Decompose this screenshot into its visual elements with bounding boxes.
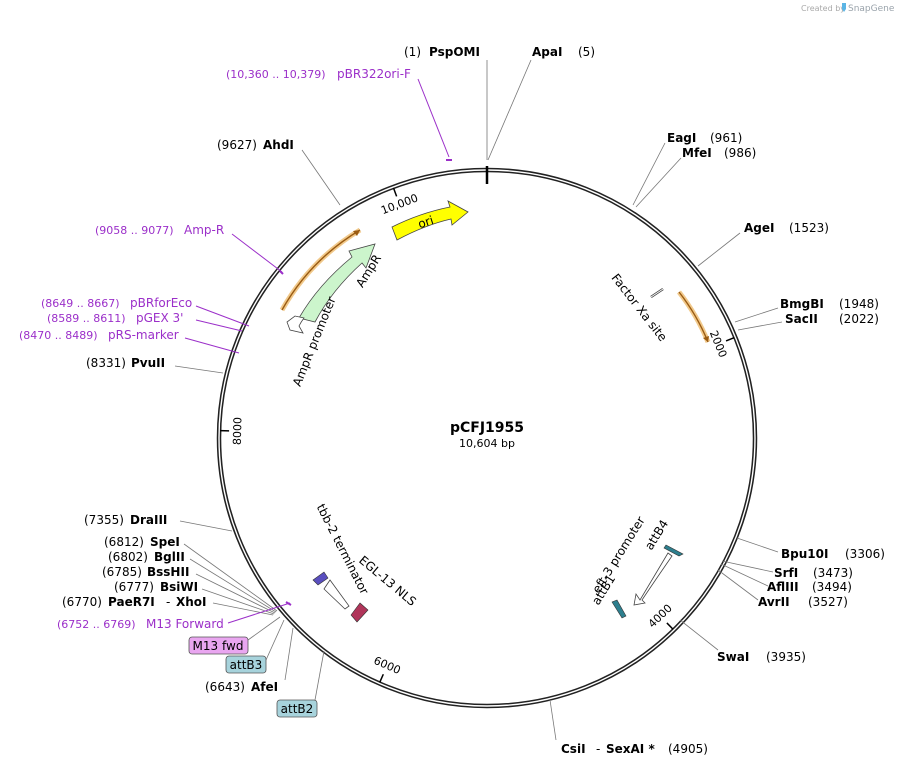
site-pos-paer7i: (6770) <box>62 595 102 609</box>
feature-attb4[interactable]: attB4 <box>642 517 684 557</box>
site-name-afei: AfeI <box>251 680 278 694</box>
primer-name-pbr322ori: pBR322ori-F <box>337 67 411 81</box>
site-name-mfei: MfeI <box>682 146 712 160</box>
site-pos-bpu10i: (3306) <box>845 547 885 561</box>
site-name-pvuii: PvuII <box>131 356 165 370</box>
site-pos-ahdi: (9627) <box>217 138 257 152</box>
site-name-csii: CsiI <box>561 742 586 756</box>
site-pos-bglii: (6802) <box>108 550 148 564</box>
orf-ampr <box>281 229 361 311</box>
site-pos-mfei: (986) <box>724 146 756 160</box>
site-pos-bsshii: (6785) <box>102 565 142 579</box>
site-name-srfi: SrfI <box>774 566 798 580</box>
boxed-label-attb2-text: attB2 <box>281 702 314 716</box>
scale-tick-10000 <box>392 187 398 197</box>
scale-tick-label-2000: 2000 <box>707 329 730 360</box>
site-name-draiii: DraIII <box>130 513 167 527</box>
site-name-eagi: EagI <box>667 131 696 145</box>
site-pos-avrii: (3527) <box>808 595 848 609</box>
site-name-avrii: AvrII <box>758 595 790 609</box>
primer-range-m13forward: (6752 .. 6769) <box>57 618 136 631</box>
site-pos-afliii: (3494) <box>812 580 852 594</box>
primer-labels: (10,360 .. 10,379) pBR322ori-F (9058 .. … <box>19 67 411 631</box>
snapgene-logo-icon <box>842 3 846 12</box>
site-pos-sacii: (2022) <box>839 312 879 326</box>
feature-eft3-arrow <box>633 552 673 606</box>
site-pos-spei: (6812) <box>104 535 144 549</box>
feature-label-factor-xa: Factor Xa site <box>609 271 670 344</box>
plasmid-size: 10,604 bp <box>459 437 515 450</box>
primer-name-pgex3: pGEX 3' <box>136 311 183 325</box>
primer-range-pgex3: (8589 .. 8611) <box>47 312 126 325</box>
site-name-apai: ApaI <box>532 45 562 59</box>
site-sep-csii: - <box>596 742 600 756</box>
scale-tick-label-8000: 8000 <box>231 417 245 445</box>
feature-tbb2-terminator[interactable]: tbb-2 terminator <box>312 502 372 597</box>
primer-range-pbr322ori: (10,360 .. 10,379) <box>226 68 326 81</box>
site-sep-paer7i: - <box>166 595 170 609</box>
primer-range-ampr: (9058 .. 9077) <box>95 224 174 237</box>
site-pos-bmgbi: (1948) <box>839 297 879 311</box>
scale-tick-2000 <box>725 336 735 342</box>
credit-brand: SnapGene <box>848 4 895 14</box>
boxed-label-m13fwd[interactable]: M13 fwd <box>188 636 249 655</box>
boxed-label-attb3-text: attB3 <box>230 658 263 672</box>
site-name-bglii: BglII <box>154 550 185 564</box>
site-name-pspomi: PspOMI <box>429 45 480 59</box>
boxed-label-m13fwd-text: M13 fwd <box>193 639 244 653</box>
site-pos-eagi: (961) <box>710 131 742 145</box>
site-pos-srfi: (3473) <box>813 566 853 580</box>
site-pos-agei: (1523) <box>789 221 829 235</box>
site-name-sexai: SexAI * <box>606 742 655 756</box>
site-pos-afei: (6643) <box>205 680 245 694</box>
site-pos-csii: (4905) <box>668 742 708 756</box>
site-name-agei: AgeI <box>744 221 774 235</box>
site-name-xhoi: XhoI <box>176 595 207 609</box>
feature-factor-xa[interactable]: Factor Xa site <box>609 271 670 344</box>
leader-lines <box>174 59 783 741</box>
site-pos-pvuii: (8331) <box>86 356 126 370</box>
plasmid-name: pCFJ1955 <box>450 420 524 436</box>
site-name-afliii: AflIII <box>767 580 799 594</box>
site-labels: (1) PspOMI ApaI (5) EagI (961) MfeI (986… <box>62 45 885 756</box>
site-name-paer7i: PaeR7I <box>108 595 155 609</box>
feature-label-tbb2: tbb-2 terminator <box>314 502 372 597</box>
site-name-ahdi: AhdI <box>263 138 294 152</box>
primer-range-prsmarker: (8470 .. 8489) <box>19 329 98 342</box>
primer-name-pbrforeco: pBRforEco <box>130 296 192 310</box>
site-pos-pspomi: (1) <box>404 45 421 59</box>
site-pos-swai: (3935) <box>766 650 806 664</box>
site-name-bsiwi: BsiWI <box>160 580 198 594</box>
site-name-spei: SpeI <box>150 535 180 549</box>
site-name-swai: SwaI <box>717 650 749 664</box>
boxed-label-attb3[interactable]: attB3 <box>225 655 267 674</box>
scale-tick-label-6000: 6000 <box>372 654 403 677</box>
primer-name-ampr: Amp-R <box>184 223 224 237</box>
site-pos-bsiwi: (6777) <box>114 580 154 594</box>
primer-range-pbrforeco: (8649 .. 8667) <box>41 297 120 310</box>
site-name-bsshii: BssHII <box>147 565 189 579</box>
scale-tick-label-10000: 10,000 <box>379 191 420 217</box>
credit-prefix: Created by <box>801 4 845 13</box>
feature-label-ori: ori <box>416 213 435 231</box>
feature-ori[interactable]: ori <box>391 200 469 241</box>
site-pos-apai: (5) <box>578 45 595 59</box>
site-name-bmgbi: BmgBI <box>780 297 824 311</box>
site-name-sacii: SacII <box>785 312 818 326</box>
scale-tick-6000 <box>379 673 384 683</box>
primer-name-prsmarker: pRS-marker <box>108 328 179 342</box>
site-name-bpu10i: Bpu10I <box>781 547 828 561</box>
site-pos-draiii: (7355) <box>84 513 124 527</box>
feature-ampr[interactable]: AmpR <box>298 243 384 323</box>
boxed-label-attb2[interactable]: attB2 <box>276 699 318 718</box>
scale-tick-4000 <box>666 622 674 630</box>
primer-name-m13forward: M13 Forward <box>146 617 224 631</box>
